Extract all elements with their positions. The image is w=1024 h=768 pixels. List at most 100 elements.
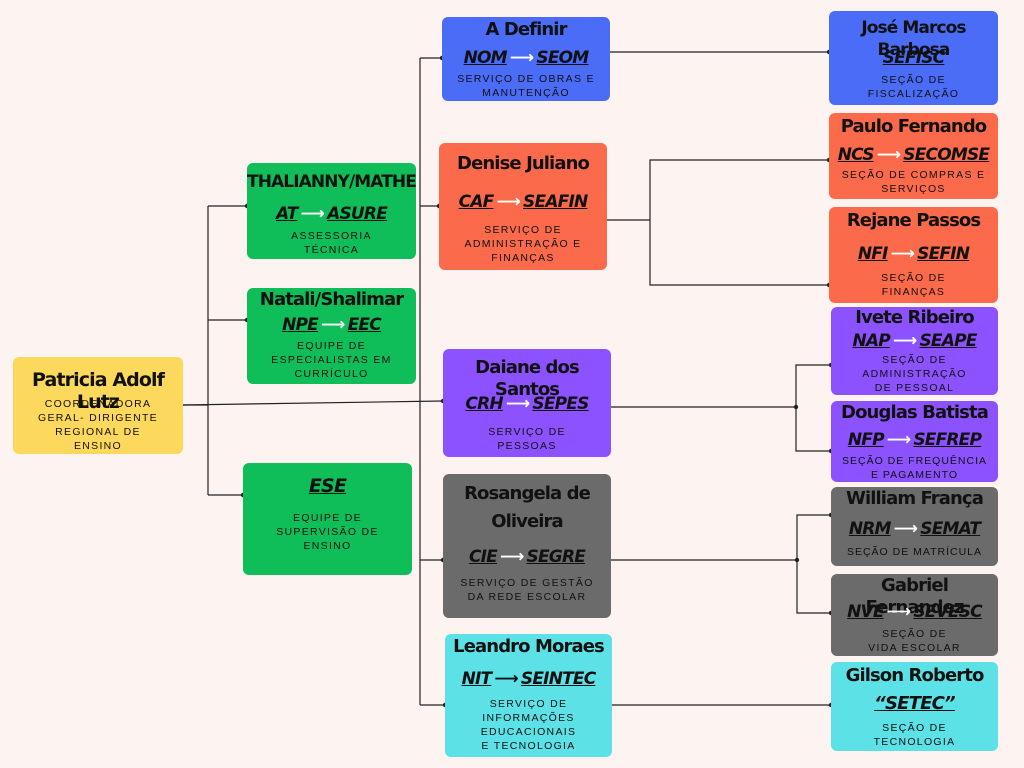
node-desc: SERVIÇO DE GESTÃO DA REDE ESCOLAR <box>460 577 594 603</box>
node-code: NIT⟶SEINTEC <box>445 668 612 690</box>
node-code: NFI⟶SEFIN <box>829 243 998 265</box>
node-desc: ASSESSORIA TÉCNICA <box>291 230 372 256</box>
connector-crh-nfp <box>795 407 831 452</box>
right-arrow-icon: ⟶ <box>509 48 534 68</box>
code-from: NOM <box>463 48 508 68</box>
node-setec: Gilson Roberto “SETEC” SEÇÃO DE TECNOLOG… <box>831 662 998 751</box>
node-sefrep: Douglas Batista NFP⟶SEFREP SEÇÃO DE FREQ… <box>831 401 998 482</box>
code-to: SEGRE <box>526 547 586 567</box>
node-desc: EQUIPE DE SUPERVISÃO DE ENSINO <box>276 512 379 552</box>
node-name: THALIANNY/MATHEUS <box>247 172 416 192</box>
right-arrow-icon: ⟶ <box>499 547 524 567</box>
node-desc: SEÇÃO DE FISCALIZAÇÃO <box>867 74 960 100</box>
node-code: AT⟶ASURE <box>247 203 416 225</box>
code-from: CIE <box>468 547 498 567</box>
node-code: ESE <box>308 475 347 497</box>
node-seape: Ivete Ribeiro NAP⟶SEAPE SEÇÃO DE ADMINIS… <box>831 307 998 395</box>
code-from: NCS <box>837 145 875 165</box>
code-from: NVE <box>847 602 884 622</box>
code-to: ASURE <box>327 204 388 224</box>
node-desc: SEÇÃO DE COMPRAS E SERVIÇOS <box>841 169 986 195</box>
code-from: AT <box>275 204 298 224</box>
connector-root-crh <box>182 400 444 406</box>
node-code: NFP⟶SEFREP <box>831 429 998 451</box>
right-arrow-icon: ⟶ <box>876 145 901 165</box>
code-to: SEVESC <box>913 602 982 622</box>
node-name: Rejane Passos <box>846 210 981 231</box>
node-name: José Marcos Barbosa <box>861 18 966 60</box>
node-name: Douglas Batista <box>841 402 989 423</box>
code-from: NIT <box>461 669 493 689</box>
node-seafin: Denise Juliano CAF⟶SEAFIN SERVIÇO DE ADM… <box>439 143 607 270</box>
node-name: Leandro Moraes <box>453 636 605 657</box>
right-arrow-icon: ⟶ <box>893 519 918 539</box>
node-name: Patricia Adolf Lutz <box>32 369 165 413</box>
right-arrow-icon: ⟶ <box>496 192 521 212</box>
node-name: Natali/Shalimar <box>259 289 404 310</box>
connector-caf-nfi <box>649 220 829 286</box>
right-arrow-icon: ⟶ <box>892 331 917 351</box>
right-arrow-icon: ⟶ <box>890 244 915 264</box>
node-name: Paulo Fernando <box>840 116 987 137</box>
node-sevesc: Gabriel Fernandez NVE⟶SEVESC SEÇÃO DE VI… <box>831 574 998 656</box>
code-to: SEINTEC <box>520 669 596 689</box>
right-arrow-icon: ⟶ <box>494 669 518 689</box>
node-sefisc: José Marcos Barbosa SEFISC SEÇÃO DE FISC… <box>829 11 998 105</box>
right-arrow-icon: ⟶ <box>321 315 345 335</box>
node-code: NAP⟶SEAPE <box>831 330 998 352</box>
node-sefin: Rejane Passos NFI⟶SEFIN SEÇÃO DE FINANÇA… <box>829 207 998 303</box>
node-name: Ivete Ribeiro <box>855 307 974 328</box>
node-desc: SEÇÃO DE TECNOLOGIA <box>873 722 956 748</box>
node-desc: SEÇÃO DE FREQUÊNCIA E PAGAMENTO <box>841 455 988 481</box>
node-code: CIE⟶SEGRE <box>443 546 611 568</box>
code-to: SEPES <box>532 394 589 414</box>
node-desc: SERVIÇO DE INFORMAÇÕES EDUCACIONAIS E TE… <box>480 698 577 752</box>
node-seintec: Leandro Moraes NIT⟶SEINTEC SERVIÇO DE IN… <box>445 634 612 757</box>
code-to: SEMAT <box>920 519 981 539</box>
node-code: NVE⟶SEVESC <box>831 601 998 623</box>
node-desc: SEÇÃO DE MATRÍCULA <box>846 546 983 558</box>
node-seom: A Definir NOM⟶SEOM SERVIÇO DE OBRAS E MA… <box>442 17 610 101</box>
node-desc: SEÇÃO DE ADMINISTRAÇÃO DE PESSOAL <box>862 354 967 394</box>
code-to: SEFIN <box>917 244 970 264</box>
connector-dot-icon <box>793 404 799 410</box>
connector-cie-bracket <box>611 514 831 561</box>
node-desc: COORDENADORA GERAL- DIRIGENTE REGIONAL D… <box>38 398 158 452</box>
node-desc: EQUIPE DE ESPECIALISTAS EM CURRÍCULO <box>271 340 392 380</box>
node-eec: Natali/Shalimar NPE⟶EEC EQUIPE DE ESPECI… <box>247 288 416 384</box>
node-secomse: Paulo Fernando NCS⟶SECOMSE SEÇÃO DE COMP… <box>829 113 998 199</box>
node-code: NOM⟶SEOM <box>442 47 610 69</box>
code-from: NFP <box>847 430 885 450</box>
node-desc: SERVIÇO DE ADMINISTRAÇÃO E FINANÇAS <box>464 224 582 264</box>
right-arrow-icon: ⟶ <box>505 394 530 414</box>
node-code: NCS⟶SECOMSE <box>829 144 998 166</box>
node-coordenadora-geral: Patricia Adolf Lutz COORDENADORA GERAL- … <box>13 357 183 454</box>
right-arrow-icon: ⟶ <box>886 430 911 450</box>
node-code: SEFISC <box>882 48 946 68</box>
node-code: NPE⟶EEC <box>247 314 416 336</box>
node-asure: THALIANNY/MATHEUS AT⟶ASURE ASSESSORIA TÉ… <box>247 163 416 259</box>
node-code: CRH⟶SEPES <box>443 393 611 415</box>
code-from: NAP <box>852 331 890 351</box>
node-desc: SERVIÇO DE OBRAS E MANUTENÇÃO <box>457 73 595 99</box>
code-from: CAF <box>458 192 495 212</box>
node-desc: SEÇÃO DE VIDA ESCOLAR <box>868 628 961 654</box>
code-to: EEC <box>347 315 382 335</box>
node-name: Rosangela de Oliveira <box>464 483 591 532</box>
node-name: Daiane dos Santos <box>475 357 580 400</box>
node-code: “SETEC” <box>874 693 955 714</box>
code-to: SECOMSE <box>903 145 990 165</box>
code-to: SEAPE <box>919 331 977 351</box>
node-name: Gabriel Fernandez <box>865 575 965 618</box>
connector-crh-bracket <box>611 364 831 408</box>
code-from: NFI <box>857 244 889 264</box>
code-to: SEFREP <box>913 430 982 450</box>
node-name: Gilson Roberto <box>845 665 985 686</box>
right-arrow-icon: ⟶ <box>886 602 911 622</box>
node-ese: ESE EQUIPE DE SUPERVISÃO DE ENSINO <box>243 463 412 575</box>
node-desc: SEÇÃO DE FINANÇAS <box>881 272 946 298</box>
node-name: Denise Juliano <box>457 153 590 174</box>
node-semat: William França NRM⟶SEMAT SEÇÃO DE MATRÍC… <box>831 487 998 566</box>
connector-dot-icon <box>794 557 800 563</box>
